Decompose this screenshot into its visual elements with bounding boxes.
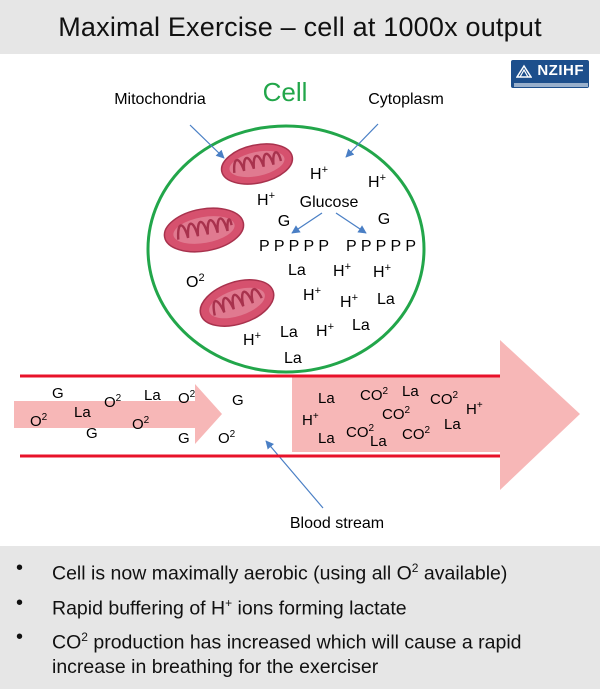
summary-bullet: CO2 production has increased which will … [0,625,600,679]
cell-diagram: Cell Mitochondria Cytoplasm Blood stream… [14,77,580,532]
svg-text:H+: H+ [373,262,391,281]
lactate: La [352,317,370,334]
lactate-molecule: La [370,433,387,450]
blood-stream-pointer [265,440,324,509]
hydrogen-ion: H+ [310,164,328,183]
lactate: La [377,291,395,308]
mitochondria-label: Mitochondria [114,91,206,108]
carbon-dioxide-molecule: CO2 [346,423,375,441]
lactate: La [280,324,298,341]
carbon-dioxide-molecule: CO2 [402,425,431,443]
lactate-molecule: La [318,430,335,447]
summary-bullet: Cell is now maximally aerobic (using all… [0,556,600,586]
title-bar: Maximal Exercise – cell at 1000x output [0,0,600,54]
carbon-dioxide-molecule: CO2 [430,390,459,408]
summary-list: Cell is now maximally aerobic (using all… [0,546,600,679]
svg-text:O2: O2 [218,429,236,447]
lactate-molecule: La [144,387,161,404]
glucose-molecule: G [178,430,190,447]
hydrogen-ion: H+ [340,292,358,311]
lactate-molecule: La [402,383,419,400]
lactate-molecule: La [444,416,461,433]
svg-text:CO2: CO2 [430,390,459,408]
phosphate-chain-right: P P P P P [346,238,416,255]
hydrogen-ion: H+ [257,190,275,209]
hydrogen-ion: H+ [303,285,321,304]
hydrogen-ion: H+ [368,172,386,191]
mitochondrion-1 [220,143,294,185]
logo-text: NZIHF [537,62,584,79]
hydrogen-ion: H+ [373,262,391,281]
glycolysis-arrow-left [291,212,323,234]
mitochondrion-3 [199,279,275,327]
svg-text:H+: H+ [340,292,358,311]
lactate-molecule: La [74,404,91,421]
svg-text:H+: H+ [368,172,386,191]
svg-text:H+: H+ [310,164,328,183]
mitochondrion-2 [163,207,245,253]
hydrogen-ion: H+ [243,330,261,349]
svg-text:O2: O2 [186,272,205,291]
cytoplasm-label: Cytoplasm [368,91,444,108]
cell-contents: Glucose G G P P P P P P P P P P H+ H+ H+… [186,164,416,367]
svg-text:O2: O2 [132,415,150,433]
glucose-molecule: G [232,392,244,409]
lactate-molecule: La [318,390,335,407]
oxygen-molecule: O2 [218,429,236,447]
cell-title: Cell [263,77,308,107]
svg-text:CO2: CO2 [346,423,375,441]
summary-bullet: Rapid buffering of H+ ions forming lacta… [0,591,600,621]
logo-emblem-icon [516,64,532,78]
page-title: Maximal Exercise – cell at 1000x output [58,11,542,42]
carbon-dioxide-molecule: CO2 [360,386,389,404]
glucose-molecule: G [86,425,98,442]
oxygen-molecule: O2 [132,415,150,433]
svg-text:CO2: CO2 [402,425,431,443]
oxygen: O2 [186,272,205,291]
logo-subtitle [514,83,588,87]
lactate: La [288,262,306,279]
lactate: La [284,350,302,367]
glucose-g-right: G [378,211,390,228]
nzihf-logo: NZIHF [511,60,589,88]
hydrogen-ion: H+ [333,261,351,280]
cytoplasm-pointer [345,123,379,158]
hydrogen-ion: H+ [316,321,334,340]
glucose-label: Glucose [300,194,359,211]
blood-right-molecules: La CO2 La CO2 H+ CO2 H+ La CO2 La CO2 La [302,383,483,450]
glucose-molecule: G [52,385,64,402]
blood-stream-label: Blood stream [290,515,384,532]
svg-text:CO2: CO2 [382,405,411,423]
svg-text:H+: H+ [257,190,275,209]
carbon-dioxide-molecule: CO2 [382,405,411,423]
svg-text:H+: H+ [243,330,261,349]
mitochondria-pointer [189,124,225,159]
svg-text:CO2: CO2 [360,386,389,404]
phosphate-chain-left: P P P P P [259,238,329,255]
glycolysis-arrow-right [335,212,367,234]
summary-panel: Cell is now maximally aerobic (using all… [0,546,600,689]
svg-text:H+: H+ [316,321,334,340]
svg-text:H+: H+ [303,285,321,304]
blood-flow-arrow-small [14,384,222,444]
svg-text:H+: H+ [333,261,351,280]
glucose-g-left: G [278,213,290,230]
